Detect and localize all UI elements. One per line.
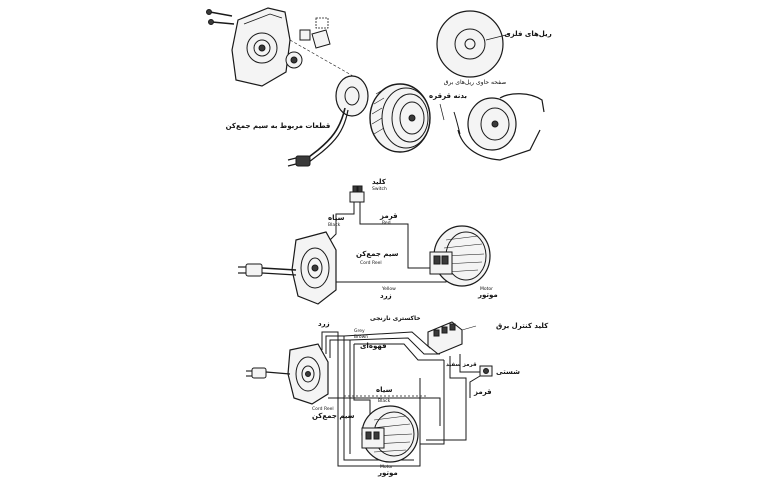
plug-icon [287, 155, 311, 167]
rail-plate-part [304, 75, 369, 163]
yellow-wire-label-fa: زرد [318, 320, 330, 328]
black-wire-label-fa: سیاه [328, 214, 345, 222]
red-white-wire-label-fa: قرمز سفید [446, 362, 477, 368]
cord-reel-label-fa: سیم جمع‌کن [356, 250, 399, 258]
switch-label-en: Switch [372, 186, 387, 192]
brown-wire-label-fa: قهوه‌ای [360, 342, 387, 350]
cord-reel-icon [238, 231, 337, 305]
brown-wire-label-en: Brown [354, 334, 368, 340]
sensor-label-fa: شستی [496, 368, 520, 376]
switch-icon [349, 185, 365, 203]
cord-reel-icon [246, 343, 329, 405]
grey-orange-wire-label-fa: خاکستری نارنجی [370, 315, 421, 322]
exploded-view: قطعات مربوط به سیم جمع‌کن [206, 7, 431, 167]
contact-parts [285, 17, 361, 81]
red-wire-label-en: Red [382, 220, 391, 226]
metal-rails-view: ریل‌های فلزی صفحه حاوی ریل‌های برق [436, 10, 552, 86]
motor-label-fa: موتور [477, 291, 498, 299]
wiring-diagram-full: زرد خاکستری نارنجی Grey Brown قهوه‌ای کل… [246, 315, 549, 477]
reel-in-hand-view: بدنه قرقره [429, 92, 545, 161]
black-wire-label-en: Black [378, 398, 391, 404]
motor-icon [429, 225, 491, 287]
red-wire-label-fa: قرمز [473, 388, 492, 396]
black-wire-label-fa: سیاه [376, 386, 393, 394]
power-switch-label-fa: کلید کنترل برق [496, 322, 549, 330]
power-switch-icon [427, 321, 463, 355]
metal-rails-label: ریل‌های فلزی [504, 30, 551, 38]
cord-reel-label-en: Cord Reel [312, 406, 334, 412]
yellow-wire-label-en: Yellow [381, 286, 396, 292]
rail-plate-label: صفحه حاوی ریل‌های برق [444, 79, 507, 86]
grey-wire-label-en: Grey [354, 328, 365, 334]
red-wire-label-fa: قرمز [379, 212, 398, 220]
reel-body-label: بدنه قرقره [429, 92, 467, 100]
yellow-wire-label-fa: زرد [380, 292, 392, 300]
sensor-button-icon [469, 365, 493, 398]
reel-housing [231, 7, 291, 87]
motor-label-en: Motor [480, 286, 493, 292]
black-wire-label-en: Black [328, 222, 341, 228]
motor-icon [361, 405, 419, 463]
reel-drum [369, 83, 431, 153]
motor-label-en: Motor [380, 464, 393, 470]
screw-icon [206, 9, 235, 25]
cord-reel-label-fa: سیم جمع‌کن [312, 412, 355, 420]
motor-label-fa: موتور [377, 469, 398, 477]
cord-reel-label-en: Cord Reel [360, 260, 382, 266]
cord-parts-label: قطعات مربوط به سیم جمع‌کن [226, 122, 331, 130]
wiring-diagram-basic: کلید Switch سیاه Black قرمز Red سیم جمع‌… [238, 178, 498, 305]
switch-label-fa: کلید [372, 178, 387, 186]
